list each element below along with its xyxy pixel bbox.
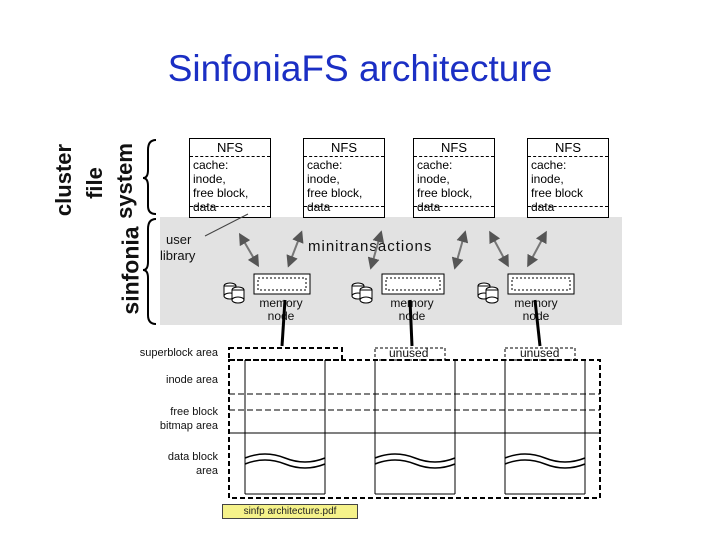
nfs-header: NFS <box>414 139 494 157</box>
connector-1 <box>280 299 287 347</box>
nfs-header: NFS <box>190 139 270 157</box>
library-label: library <box>160 248 196 263</box>
nfs-client-2: NFS cache: inode, free block, data <box>303 138 385 218</box>
inode-area-label: inode area <box>166 374 218 386</box>
data-line: data <box>307 200 331 214</box>
nfs-header: NFS <box>304 139 384 157</box>
nfs-client-4: NFS cache: inode, free block data <box>527 138 609 218</box>
source-file-note: sinfp architecture.pdf <box>222 504 358 519</box>
cluster-bracket <box>142 139 157 215</box>
cache-line: cache: <box>193 158 229 172</box>
user-label: user <box>166 232 192 247</box>
cache-line: cache: <box>307 158 343 172</box>
free-block-line: free block <box>531 186 584 200</box>
nfs-client-3: NFS cache: inode, free block, data <box>413 138 495 218</box>
inode-line: inode, <box>531 172 564 186</box>
inode-line: inode, <box>193 172 226 186</box>
connector-3 <box>533 299 542 347</box>
arrow-5 <box>489 230 509 268</box>
connector-2 <box>408 299 414 347</box>
arrow-3 <box>367 230 385 270</box>
memory-node-2 <box>351 273 445 304</box>
node-text: node <box>267 309 295 323</box>
memory-text: memory <box>259 296 303 310</box>
data-line: data <box>417 200 441 214</box>
data-line: data <box>193 200 217 214</box>
arrow-2 <box>286 230 304 268</box>
nfs-client-1: NFS cache: inode, free block, data <box>189 138 271 218</box>
unused-box-1 <box>374 347 446 361</box>
memory-text: memory <box>390 296 434 310</box>
inode-line: inode, <box>417 172 450 186</box>
cache-line: cache: <box>531 158 567 172</box>
nfs-header: NFS <box>528 139 608 157</box>
memory-node-label-1: memory node <box>241 297 321 323</box>
memory-node-3 <box>477 273 575 304</box>
superblock-box <box>228 347 343 361</box>
free-block-line: free block, <box>307 186 363 200</box>
data-block-label: data block <box>167 451 218 463</box>
cache-line: cache: <box>417 158 453 172</box>
unused-label-2: unused <box>520 346 560 360</box>
free-block-line: free block, <box>417 186 473 200</box>
data-area-label: area <box>195 465 218 477</box>
slide-title: SinfoniaFS architecture <box>167 48 553 89</box>
free-block-label: free block <box>170 406 218 418</box>
superblock-area-label: superblock area <box>139 347 218 359</box>
sinfonia-bracket <box>142 218 157 325</box>
bitmap-area-label: bitmap area <box>159 420 218 432</box>
storage-outer <box>228 359 601 499</box>
arrow-4 <box>451 230 469 270</box>
unused-label-1: unused <box>389 346 429 360</box>
memory-node-1 <box>223 273 311 304</box>
data-line: data <box>531 200 555 214</box>
unused-box-2 <box>504 347 576 361</box>
arrow-6 <box>527 230 547 268</box>
user-library-pointer <box>204 213 249 237</box>
inode-line: inode, <box>307 172 340 186</box>
arrow-1 <box>238 232 260 268</box>
free-block-line: free block, <box>193 186 249 200</box>
